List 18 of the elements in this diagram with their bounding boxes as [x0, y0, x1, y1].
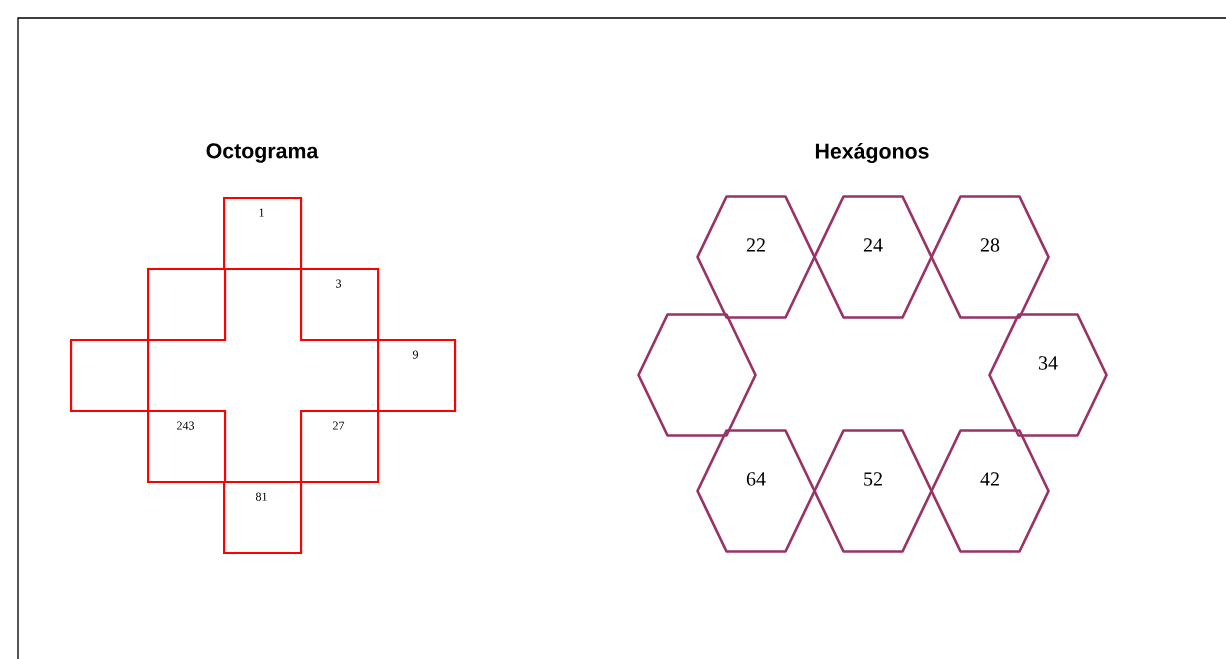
hexagon [637, 313, 757, 437]
number-square: 1 [223, 197, 303, 271]
number-hexagon: 42 [930, 429, 1050, 553]
number-hexagon: 22 [696, 195, 816, 319]
number-hexagon: 34 [988, 313, 1108, 437]
number-hexagon: 64 [696, 429, 816, 553]
heading: Octograma [206, 143, 319, 163]
number-square: 9 [377, 339, 457, 413]
number-square: 27 [300, 410, 380, 484]
square [70, 339, 150, 413]
number-hexagon: 52 [813, 429, 933, 553]
number-square: 243 [147, 410, 227, 484]
number-square: 81 [223, 481, 303, 555]
number-hexagon: 28 [930, 195, 1050, 319]
square [147, 268, 227, 342]
number-hexagon: 24 [813, 195, 933, 319]
heading: Hexágonos [815, 142, 929, 164]
number-square: 3 [300, 268, 380, 342]
